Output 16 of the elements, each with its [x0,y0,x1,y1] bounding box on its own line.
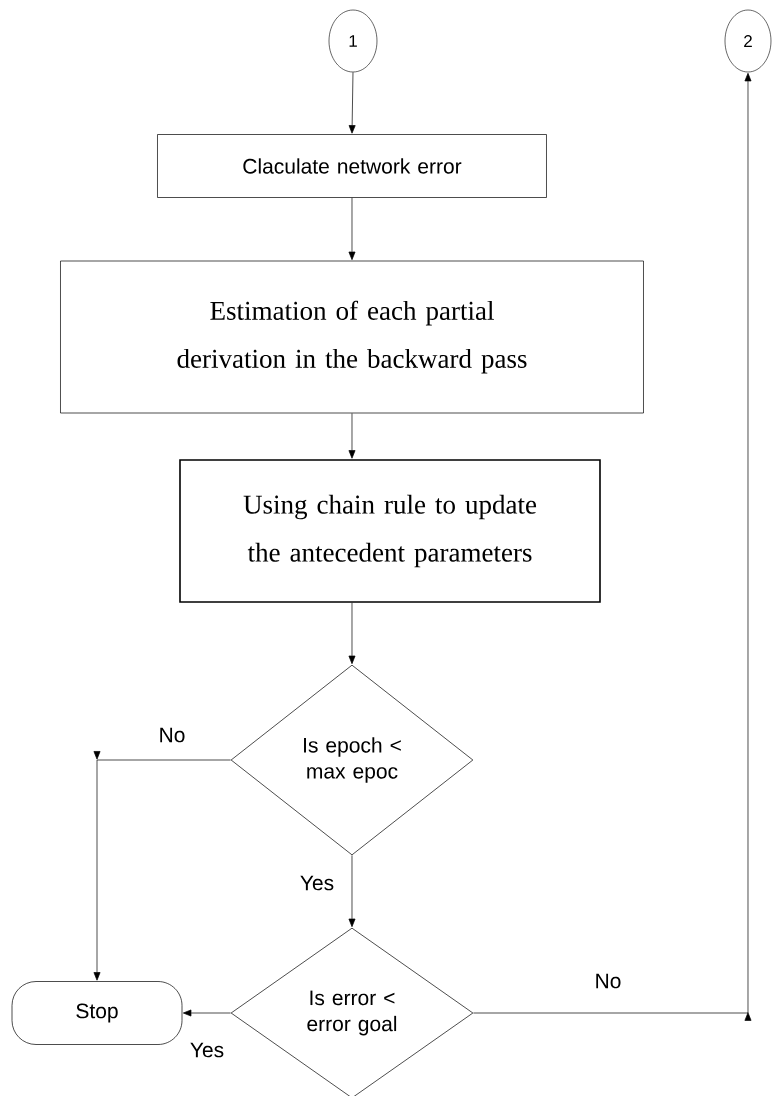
edge-label: No [596,973,621,989]
terminal-box: Stop [11,981,183,1045]
process-box: Using chain rule to update the antecedent parameters [179,459,601,603]
arrow [348,413,356,459]
arrow [348,71,356,134]
arrow [93,751,231,981]
edge-label: Yes [300,875,334,891]
process-box: Claculate network error [157,134,547,198]
arrow [182,1009,231,1017]
process-box: Estimation of each partial derivation in the backward pass [60,260,644,414]
arrow [348,602,356,665]
edge-label: Yes [190,1042,224,1058]
arrow [473,72,752,1021]
arrow [348,855,356,928]
arrow [348,197,356,261]
edge-label: No [160,727,185,743]
